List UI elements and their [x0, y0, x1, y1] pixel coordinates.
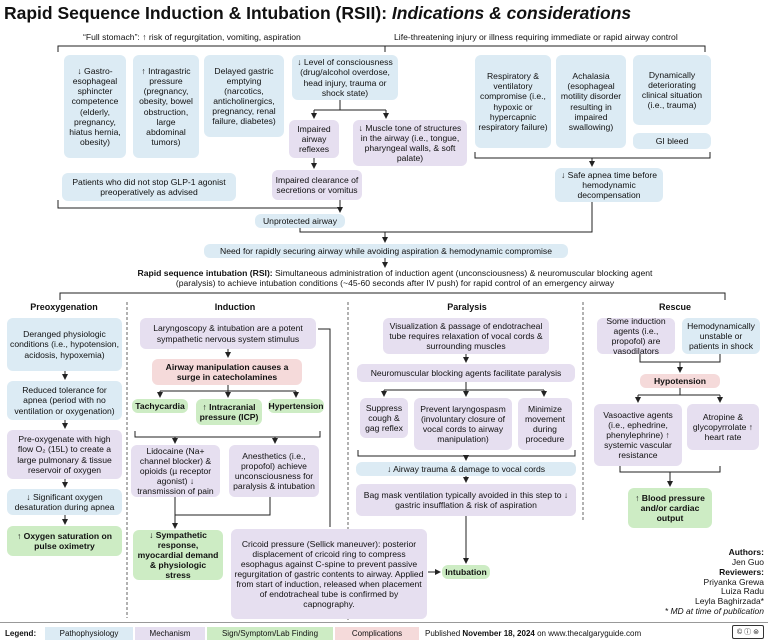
consciousness-box: ↓ Level of consciousness (drug/alcohol o…: [292, 55, 398, 100]
intracranial-pressure-box: ↑ Intracranial pressure (ICP): [196, 399, 262, 425]
cc-license-icon: ©ⓘ⊜: [732, 625, 764, 639]
desaturation-box: ↓ Significant oxygen desaturation during…: [7, 489, 122, 515]
neuromuscular-blocking-box: Neuromuscular blocking agents facilitate…: [357, 364, 575, 382]
reviewer-name: Leyla Baghirzada*: [695, 596, 764, 607]
oxygen-saturation-box: ↑ Oxygen saturation on pulse oximetry: [7, 526, 122, 556]
credits: Authors: Jen Guo Reviewers: Priyanka Gre…: [640, 547, 764, 617]
legend-label: Legend:: [5, 629, 37, 638]
atropine-box: Atropine & glycopyrrolate ↑ heart rate: [687, 404, 759, 450]
title-main: Rapid Sequence Induction & Intubation (R…: [4, 3, 392, 23]
glp1-agonist-box: Patients who did not stop GLP-1 agonist …: [62, 173, 236, 201]
title-sub: Indications & considerations: [391, 3, 632, 23]
full-stomach-header: “Full stomach”: ↑ risk of regurgitation,…: [83, 32, 301, 42]
reviewer-name: Luiza Radu: [720, 586, 764, 597]
sympathetic-response-box: ↓ Sympathetic response, myocardial deman…: [133, 530, 223, 580]
deteriorating-situation-box: Dynamically deteriorating clinical situa…: [633, 55, 711, 125]
airway-manipulation-box: Airway manipulation causes a surge in ca…: [152, 359, 302, 385]
respiratory-compromise-box: Respiratory & ventilatory compromise (i.…: [475, 55, 551, 148]
bag-mask-box: Bag mask ventilation typically avoided i…: [356, 484, 576, 516]
hypotension-box: Hypotension: [640, 374, 720, 388]
section-preoxygenation: Preoxygenation: [30, 302, 98, 312]
unprotected-airway-box: Unprotected airway: [255, 214, 345, 228]
prevent-laryngospasm-box: Prevent laryngospasm (involuntary closur…: [414, 398, 512, 450]
minimize-movement-box: Minimize movement during procedure: [518, 398, 572, 450]
rsi-definition-term: Rapid sequence intubation (RSI):: [137, 268, 273, 278]
footer-divider: [0, 622, 768, 623]
suppress-cough-box: Suppress cough & gag reflex: [360, 398, 408, 438]
published-line: Published November 18, 2024 on www.theca…: [425, 629, 641, 639]
reduced-tolerance-box: Reduced tolerance for apnea (period with…: [7, 381, 122, 420]
author-name: Jen Guo: [731, 556, 764, 567]
rsi-definition-text: Simultaneous administration of induction…: [175, 268, 653, 289]
impaired-clearance-box: Impaired clearance of secretions or vomi…: [272, 170, 362, 200]
intragastric-pressure-box: ↑ Intragastric pressure (pregnancy, obes…: [133, 55, 199, 158]
page-title: Rapid Sequence Induction & Intubation (R…: [4, 3, 631, 24]
reviewers-label: Reviewers:: [719, 566, 764, 577]
vasoactive-agents-box: Vasoactive agents (i.e., ephedrine, phen…: [594, 404, 682, 466]
legend-complications: Complications: [335, 627, 419, 640]
impaired-reflexes-box: Impaired airway reflexes: [289, 120, 339, 158]
published-suffix: on www.thecalgaryguide.com: [534, 629, 642, 638]
life-threatening-header: Life-threatening injury or illness requi…: [394, 32, 678, 42]
section-induction: Induction: [214, 302, 256, 312]
section-rescue: Rescue: [658, 302, 692, 312]
published-date: November 18, 2024: [462, 629, 535, 638]
intubation-box: Intubation: [442, 565, 490, 579]
preoxygenate-box: Pre-oxygenate with high flow O₂ (15L) to…: [7, 430, 122, 479]
lidocaine-box: Lidocaine (Na+ channel blocker) & opioid…: [131, 445, 220, 497]
anesthetics-box: Anesthetics (i.e., propofol) achieve unc…: [229, 445, 319, 497]
safe-apnea-box: ↓ Safe apnea time before hemodynamic dec…: [555, 168, 663, 202]
tachycardia-box: Tachycardia: [132, 399, 188, 413]
rsi-definition: Rapid sequence intubation (RSI): Simulta…: [125, 268, 665, 289]
deranged-conditions-box: Deranged physiologic conditions (i.e., h…: [7, 318, 122, 371]
published-prefix: Published: [425, 629, 463, 638]
airway-trauma-box: ↓ Airway trauma & damage to vocal cords: [356, 462, 576, 476]
cricoid-pressure-box: Cricoid pressure (Sellick maneuver): pos…: [231, 529, 427, 619]
hemodynamically-unstable-box: Hemodynamically unstable or patients in …: [682, 318, 760, 354]
induction-vasodilators-box: Some induction agents (i.e., propofol) a…: [597, 316, 675, 356]
gi-bleed-box: GI bleed: [633, 133, 711, 149]
blood-pressure-box: ↑ Blood pressure and/or cardiac output: [628, 488, 712, 528]
need-secure-airway-box: Need for rapidly securing airway while a…: [204, 244, 568, 258]
delayed-gastric-emptying-box: Delayed gastric emptying (narcotics, ant…: [204, 55, 284, 137]
legend-sign: Sign/Symptom/Lab Finding: [207, 627, 333, 640]
md-note: * MD at time of publication: [664, 606, 764, 617]
achalasia-box: Achalasia (esophageal motility disorder …: [556, 55, 626, 148]
visualization-box: Visualization & passage of endotracheal …: [383, 318, 549, 354]
authors-label: Authors:: [728, 547, 764, 557]
muscle-tone-box: ↓ Muscle tone of structures in the airwa…: [353, 120, 467, 166]
gastro-sphincter-box: ↓ Gastro-esophageal sphincter competence…: [64, 55, 126, 158]
hypertension-box: Hypertension: [268, 399, 324, 413]
legend-mechanism: Mechanism: [135, 627, 205, 640]
legend-pathophysiology: Pathophysiology: [45, 627, 133, 640]
reviewer-name: Priyanka Grewa: [703, 576, 764, 587]
section-paralysis: Paralysis: [447, 302, 487, 312]
laryngoscopy-box: Laryngoscopy & intubation are a potent s…: [140, 318, 316, 349]
